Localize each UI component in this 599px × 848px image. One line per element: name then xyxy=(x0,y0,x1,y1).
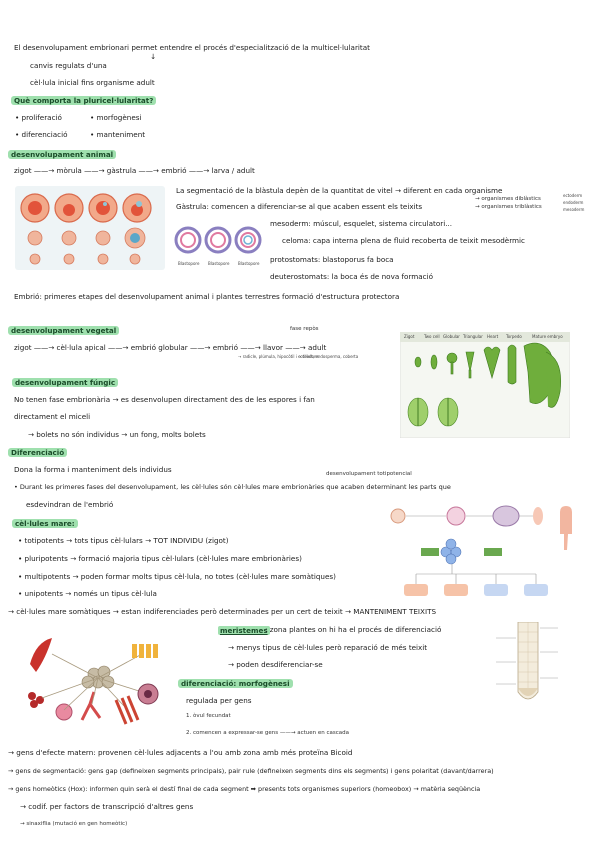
diferenciacio-line-2: • Durant les primeres fases del desenvol… xyxy=(14,483,451,491)
multicel-item-morfogenesi: • morfogènesi xyxy=(90,113,142,122)
morfo-line-2: 1. òvul fecundat xyxy=(186,713,231,719)
intro-line-3: cèl·lula inicial fins organisme adult xyxy=(30,78,155,87)
plant-label-two-cell: Two cell xyxy=(424,334,440,339)
embryo-development-figure xyxy=(15,186,165,270)
meristemes-line-1: : zona plantes on hi ha el procés de dif… xyxy=(265,625,442,634)
side-label-ectoderm: ectoderm xyxy=(563,193,583,198)
vegetal-stages: zigot ——→ cèl·lula apical ——→ embrió glo… xyxy=(14,343,327,352)
side-label-mesoderm: mesoderm xyxy=(563,207,585,212)
gens-sinaxia: → sinaxiflia (mutació en gen homeòtic) xyxy=(20,821,128,827)
plant-label-mature: Mature embryo xyxy=(532,334,563,339)
multicel-item-manteniment: • manteniment xyxy=(90,130,146,139)
stem-cell-figure xyxy=(386,502,582,600)
gens-homeotics: → gens homeòtics (Hox): informen quin se… xyxy=(8,785,481,793)
gens-codif: → codif. per factors de transcripció d'a… xyxy=(20,802,194,811)
embrio-definition: Embrió: primeres etapes del desenvolupam… xyxy=(14,292,400,301)
segmentation-text: La segmentació de la blàstula depèn de l… xyxy=(176,186,503,195)
gastrula-text: Gàstrula: comencen a diferenciar-se al q… xyxy=(176,202,423,211)
mare-somatic: → cèl·lules mare somàtiques → estan indi… xyxy=(8,607,437,616)
multicel-item-proliferacio: • proliferació xyxy=(15,113,62,122)
plant-label-globular: Globular xyxy=(443,334,460,339)
fungic-line-1: No tenen fase embrionària → es desenvolu… xyxy=(14,395,315,404)
vegetal-sub-embrio: → radicle, plúmula, hipocòtil i cotiledo… xyxy=(238,354,319,359)
side-label-endoderm: endoderm xyxy=(563,200,584,205)
intro-arrow: ↓ xyxy=(150,52,157,61)
gastrula-label-2: Blastopore xyxy=(208,261,230,266)
plant-label-heart: Heart xyxy=(487,334,499,339)
multicel-item-diferenciacio: • diferenciació xyxy=(15,130,68,139)
triblastic-text: → organismes triblàstics xyxy=(475,204,542,210)
plant-label-zigot: Zigot xyxy=(404,334,415,339)
morfo-line-1: regulada per gens xyxy=(186,696,252,705)
mare-heading: cèl·lules mare: xyxy=(12,519,78,529)
root-meristem-figure xyxy=(496,621,578,708)
meristemes-title: meristemes xyxy=(218,626,270,636)
diferenciacio-line-3: esdevindran de l'embrió xyxy=(26,500,114,509)
gens-maternal: → gens d'efecte matern: provenen cèl·lul… xyxy=(8,748,353,757)
mesoderm-text: mesoderm: múscul, esquelet, sistema circ… xyxy=(270,219,453,228)
mare-item-multipotents: • multipotents → poden formar molts tipu… xyxy=(18,572,336,581)
fungic-line-2: directament el miceli xyxy=(14,412,91,421)
meristemes-line-2: → menys tipus de cèl·lules però reparaci… xyxy=(228,643,428,652)
deuterostomats-text: deuterostomats: la boca és de nova forma… xyxy=(270,272,434,281)
morfo-line-3: 2. comencen a expressar-se gens ——→ actu… xyxy=(186,730,350,736)
multicel-heading: Què comporta la pluricel·lularitat? xyxy=(11,96,157,106)
fungic-heading: desenvolupament fúngic xyxy=(12,378,119,388)
mare-item-totipotents: • totipotents → tots tipus cèl·lulars → … xyxy=(18,536,229,545)
plant-embryo-figure xyxy=(399,331,571,439)
totipotencial-note: desenvolupament totipotencial xyxy=(326,471,412,477)
plant-label-triangular: Triangular xyxy=(463,334,483,339)
diblastic-text: → organismes diblàstics xyxy=(475,196,541,202)
animal-stages: zigot ——→ mòrula ——→ gàstrula ——→ embrió… xyxy=(14,166,255,175)
gastrula-figure xyxy=(172,218,264,270)
intro-line-1: El desenvolupament embrionari permet ent… xyxy=(14,43,370,52)
meristemes-line-3: → poden desdiferenciar-se xyxy=(228,660,323,669)
mare-item-pluripotents: • pluripotents → formació majoria tipus … xyxy=(18,554,302,563)
somatic-cells-figure xyxy=(22,634,172,730)
vegetal-sub-llavor: → teixit, endosperma, coberta xyxy=(298,354,359,359)
gastrula-label-1: Blastopore xyxy=(178,261,200,266)
diferenciacio-heading: Diferenciació xyxy=(8,448,68,458)
diferenciacio-line-1: Dona la forma i manteniment dels individ… xyxy=(14,465,172,474)
animal-heading: desenvolupament animal xyxy=(8,150,117,160)
vegetal-heading: desenvolupament vegetal xyxy=(8,326,120,336)
protostomats-text: protostomats: blastoporus fa boca xyxy=(270,255,394,264)
fungic-line-3: → bolets no són individus → un fong, mol… xyxy=(28,430,206,439)
intro-line-2: canvis regulats d'una xyxy=(30,61,107,70)
morfo-heading: diferenciació: morfogènesi xyxy=(178,679,293,689)
fase-repos-note: fase repòs xyxy=(290,326,319,332)
celoma-text: celoma: capa interna plena de fluid reco… xyxy=(282,236,525,245)
gens-segmentacio: → gens de segmentació: gens gap (definei… xyxy=(8,767,494,775)
plant-label-torpedo: Torpedo xyxy=(506,334,522,339)
gastrula-label-3: Blastopore xyxy=(238,261,260,266)
mare-item-unipotents: • unipotents → només un tipus cèl·lula xyxy=(18,589,157,598)
